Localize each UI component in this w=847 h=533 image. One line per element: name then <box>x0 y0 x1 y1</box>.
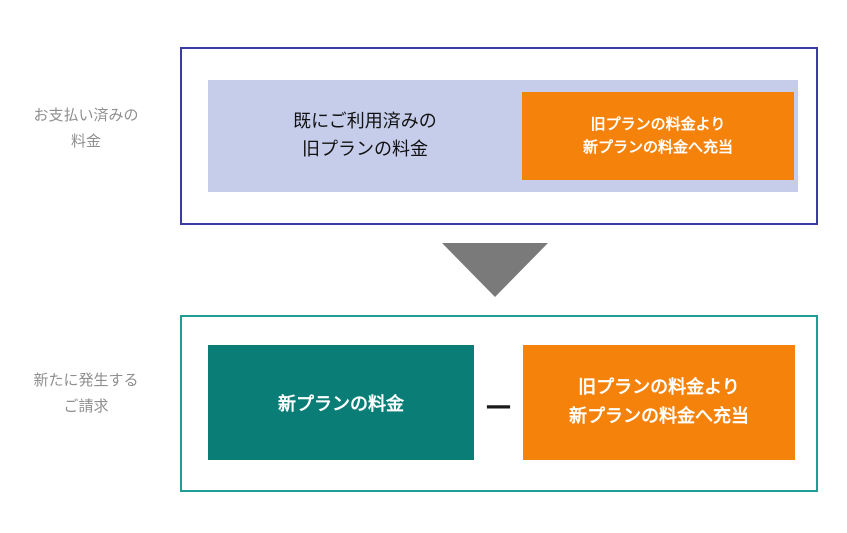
allocation-box-top: 旧プランの料金より 新プランの料金へ充当 <box>522 92 794 180</box>
new-billing-label: 新たに発生する ご請求 <box>0 368 172 419</box>
paid-fee-label-line1: お支払い済みの <box>33 106 139 124</box>
allocation-top-line1: 旧プランの料金より <box>590 114 726 133</box>
down-arrow-icon <box>442 243 548 297</box>
new-plan-fee-box: 新プランの料金 <box>208 345 474 460</box>
paid-fee-label: お支払い済みの 料金 <box>0 103 172 154</box>
minus-sign: — <box>485 390 512 421</box>
used-old-plan-line2: 旧プランの料金 <box>302 139 428 160</box>
new-billing-label-line1: 新たに発生する <box>33 371 139 389</box>
used-old-plan-box: 既にご利用済みの 旧プランの料金 旧プランの料金より 新プランの料金へ充当 <box>208 80 798 192</box>
new-billing-section: 新プランの料金 — 旧プランの料金より 新プランの料金へ充当 <box>180 315 818 492</box>
new-billing-label-line2: ご請求 <box>63 396 109 415</box>
paid-fee-label-line2: 料金 <box>70 131 101 150</box>
allocation-top-line2: 新プランの料金へ充当 <box>582 138 733 156</box>
paid-fee-section: 既にご利用済みの 旧プランの料金 旧プランの料金より 新プランの料金へ充当 <box>180 47 818 225</box>
allocation-box-bottom: 旧プランの料金より 新プランの料金へ充当 <box>523 345 795 460</box>
allocation-bottom-line2: 新プランの料金へ充当 <box>569 405 749 427</box>
new-plan-fee-text: 新プランの料金 <box>278 393 404 415</box>
used-old-plan-text: 既にご利用済みの 旧プランの料金 <box>208 108 522 164</box>
allocation-bottom-line1: 旧プランの料金より <box>578 376 740 398</box>
used-old-plan-line1: 既にご利用済みの <box>293 111 437 133</box>
